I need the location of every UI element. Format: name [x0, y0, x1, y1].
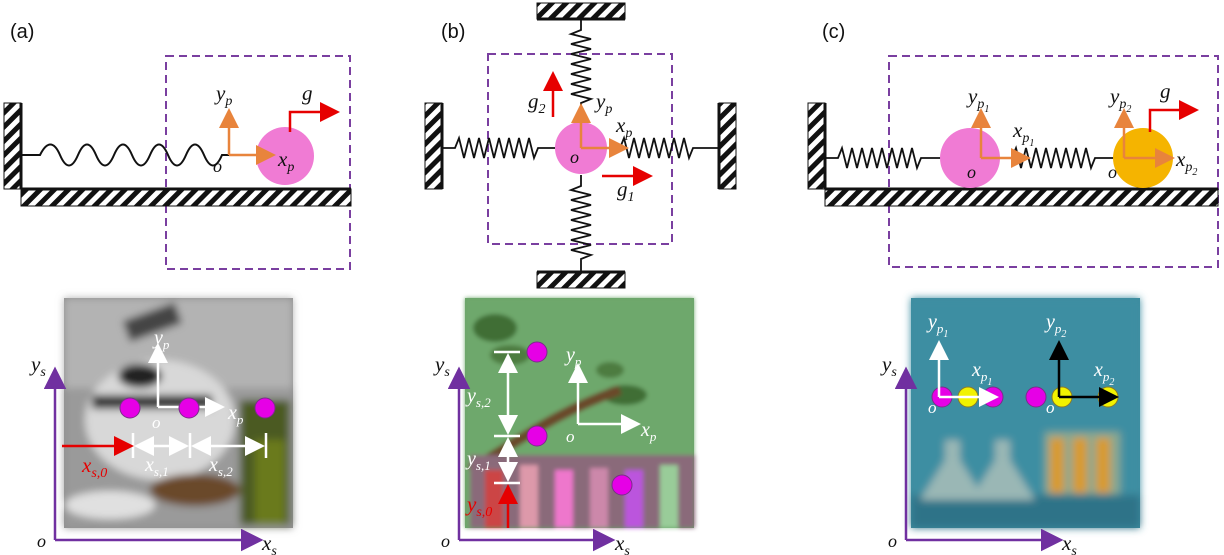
floor-c	[824, 188, 1219, 207]
label-origin-b: o	[441, 531, 450, 551]
wall-b-right	[718, 102, 737, 190]
label-ys-a: ys	[29, 352, 46, 380]
wall-b-left	[424, 102, 443, 190]
label-xp-b: xp	[615, 113, 632, 141]
panel-a-bottom: ys xs o yp xp o xs,0 xs,1 xs,2	[29, 298, 293, 555]
dot-a-1	[119, 397, 141, 419]
label-photo-c-o1: o	[928, 398, 937, 417]
label-xs-b: xs	[614, 531, 630, 555]
label-yp-a: yp	[214, 81, 232, 109]
label-g-a: g	[302, 81, 313, 105]
label-photo-c-yp1: yp1	[926, 311, 948, 340]
spring-b-bottom	[568, 175, 594, 272]
spring-a	[21, 143, 256, 167]
label-yp1-c: yp1	[966, 84, 989, 115]
dot-b-1	[526, 341, 548, 363]
panel-c-label: (c)	[822, 21, 845, 43]
force-g-a	[288, 102, 340, 132]
label-yp2-c: yp2	[1108, 84, 1131, 115]
spring-b-top	[568, 19, 594, 122]
label-photo-b-xp: xp	[640, 419, 657, 444]
label-ys2-b: ys,2	[465, 385, 491, 410]
spring-b-left	[442, 135, 555, 161]
label-photo-a-yp: yp	[152, 327, 170, 352]
label-photo-c-xp1: xp1	[971, 359, 992, 388]
label-xs-a: xs	[261, 531, 277, 555]
wall-c	[807, 102, 826, 190]
label-g2-b: g2	[528, 89, 546, 117]
label-photo-c-o2: o	[1046, 398, 1055, 417]
label-photo-b-yp: yp	[564, 344, 582, 369]
label-o-b: o	[570, 147, 579, 167]
label-xs2-a: xs,2	[208, 454, 233, 479]
dot-b-3	[611, 474, 633, 496]
wall-a	[3, 102, 22, 190]
dot-a-2	[178, 397, 200, 419]
label-ys-c: ys	[880, 352, 897, 380]
label-origin-c: o	[888, 531, 897, 551]
label-ys0-b: ys,0	[465, 492, 492, 520]
spring-c-1	[825, 145, 941, 171]
panel-a-label: (a)	[10, 21, 34, 43]
photo-b-plant	[465, 298, 695, 528]
photo-c-lab	[911, 298, 1140, 528]
dashed-box-a	[165, 55, 351, 270]
label-photo-a-o: o	[152, 413, 161, 432]
panel-c-bottom: ys xs o yp1 xp1 yp2 xp2 o o	[880, 298, 1140, 555]
panel-a-top: (a) yp g xp o	[3, 21, 352, 270]
label-xp2-c: xp2	[1175, 147, 1197, 178]
dashed-box-c	[888, 55, 1219, 268]
panel-c-top: (c) yp1 xp1 yp2 g xp2 o o	[807, 21, 1219, 268]
label-photo-b-o: o	[566, 427, 575, 446]
label-ys1-b: ys,1	[465, 448, 491, 473]
label-photo-a-xp: xp	[227, 402, 244, 427]
label-g-c: g	[1160, 79, 1171, 103]
label-photo-c-yp2: yp2	[1044, 311, 1066, 340]
label-xs0-a: xs,0	[81, 453, 107, 481]
label-xs-c: xs	[1061, 531, 1077, 555]
label-xs1-a: xs,1	[144, 454, 169, 479]
label-o-a: o	[213, 156, 222, 176]
dot-c-4	[1025, 386, 1047, 408]
label-o-c1: o	[967, 162, 976, 182]
label-xp-a: xp	[277, 147, 294, 175]
label-yp-b: yp	[594, 89, 612, 117]
label-g1-b: g1	[617, 177, 635, 205]
ball-c-1	[940, 128, 1000, 188]
label-origin-a: o	[37, 531, 46, 551]
panel-b-top: (b) g2 yp xp o g1	[424, 2, 737, 289]
label-ys-b: ys	[433, 352, 450, 380]
label-o-c2: o	[1108, 162, 1117, 182]
ball-a	[256, 127, 314, 185]
force-g-c	[1148, 100, 1199, 132]
wall-b-bottom	[536, 271, 626, 289]
panel-b-label: (b)	[441, 21, 465, 43]
dot-a-3	[254, 397, 276, 419]
floor-a	[20, 188, 352, 207]
label-xp1-c: xp1	[1012, 118, 1034, 149]
wall-b-top	[536, 2, 626, 20]
label-photo-c-xp2: xp2	[1093, 359, 1114, 388]
dot-b-2	[526, 425, 548, 447]
panel-b-bottom: ys xs o yp xp o ys,2 ys,1 ys,0	[433, 298, 695, 555]
